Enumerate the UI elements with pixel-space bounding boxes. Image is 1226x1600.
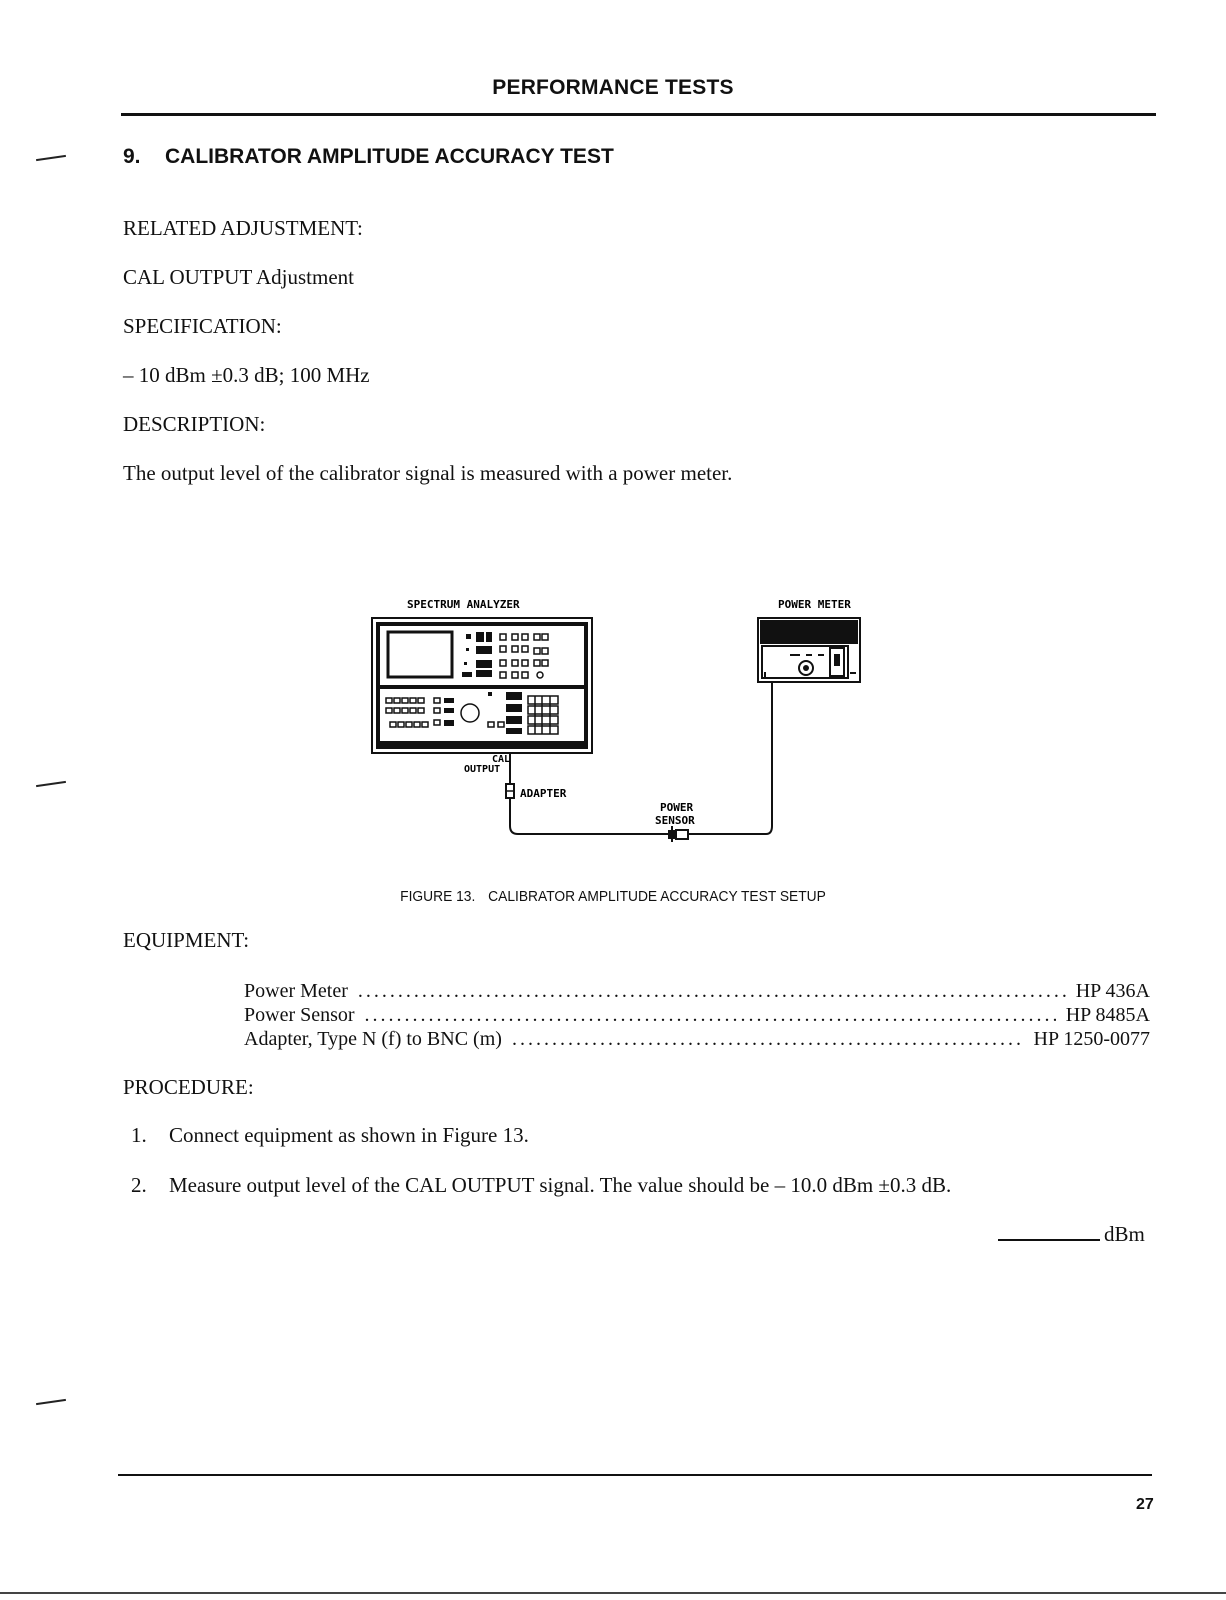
step-number: 1.: [131, 1123, 147, 1147]
figure-caption: FIGURE 13. CALIBRATOR AMPLITUDE ACCURACY …: [49, 888, 1177, 905]
leader-dots: ........................................…: [511, 1028, 1024, 1050]
equipment-label: EQUIPMENT:: [123, 928, 250, 952]
specification-label: SPECIFICATION:: [123, 314, 282, 338]
power-meter-illustration: [757, 617, 861, 683]
adapter-label: ADAPTER: [520, 787, 567, 800]
figure-caption-text: CALIBRATOR AMPLITUDE ACCURACY TEST SETUP: [488, 888, 826, 905]
equipment-item: Power Sensor ...........................…: [244, 1004, 1150, 1027]
adapter-connector: [505, 783, 515, 799]
test-setup-figure: SPECTRUM ANALYZER POWER METER: [370, 598, 890, 873]
equipment-part-number: HP 8485A: [1065, 1004, 1150, 1026]
result-unit: dBm: [1104, 1222, 1145, 1246]
page-number: 27: [1136, 1496, 1154, 1513]
related-adjustment-value: CAL OUTPUT Adjustment: [123, 265, 355, 289]
cal-label: CAL: [492, 754, 510, 765]
description-label: DESCRIPTION:: [123, 412, 266, 436]
scan-edge-line: [0, 1592, 1226, 1594]
power-meter-label: POWER METER: [778, 598, 851, 611]
specification-value: – 10 dBm ±0.3 dB; 100 MHz: [123, 363, 370, 387]
equipment-item: Adapter, Type N (f) to BNC (m) .........…: [244, 1028, 1150, 1051]
power-sensor-label-line2: SENSOR: [655, 814, 695, 827]
procedure-step: 1. Connect equipment as shown in Figure …: [131, 1123, 529, 1148]
procedure-step: 2. Measure output level of the CAL OUTPU…: [131, 1173, 951, 1198]
margin-mark: [36, 154, 66, 162]
equipment-name: Adapter, Type N (f) to BNC (m): [244, 1028, 502, 1050]
equipment-name: Power Sensor: [244, 1004, 355, 1026]
section-number: 9.: [123, 145, 141, 168]
step-text: Connect equipment as shown in Figure 13.: [169, 1123, 529, 1147]
section-title: 9. CALIBRATOR AMPLITUDE ACCURACY TEST: [123, 145, 614, 169]
margin-mark: [36, 780, 66, 788]
equipment-name: Power Meter: [244, 980, 348, 1002]
test-cable: [509, 682, 773, 835]
power-sensor-label-line1: POWER: [660, 801, 693, 814]
output-label: OUTPUT: [464, 764, 500, 775]
spectrum-analyzer-label: SPECTRUM ANALYZER: [407, 598, 520, 611]
power-sensor-icon: [668, 826, 689, 842]
description-value: The output level of the calibrator signa…: [123, 461, 733, 485]
margin-mark: [36, 1398, 66, 1406]
step-number: 2.: [131, 1173, 147, 1197]
header-rule: [121, 113, 1156, 116]
leader-dots: ........................................…: [357, 980, 1066, 1002]
page-header: PERFORMANCE TESTS: [492, 76, 734, 99]
result-entry-line[interactable]: [998, 1239, 1100, 1241]
procedure-label: PROCEDURE:: [123, 1075, 254, 1099]
related-adjustment-label: RELATED ADJUSTMENT:: [123, 216, 363, 240]
section-title-text: CALIBRATOR AMPLITUDE ACCURACY TEST: [165, 145, 614, 168]
equipment-part-number: HP 436A: [1075, 980, 1150, 1002]
equipment-item: Power Meter ............................…: [244, 980, 1150, 1003]
step-text: Measure output level of the CAL OUTPUT s…: [169, 1173, 952, 1197]
leader-dots: ........................................…: [364, 1004, 1056, 1026]
figure-caption-number: FIGURE 13.: [400, 888, 476, 905]
equipment-part-number: HP 1250-0077: [1033, 1028, 1150, 1050]
footer-rule: [118, 1474, 1152, 1476]
spectrum-analyzer-illustration: [371, 617, 593, 754]
